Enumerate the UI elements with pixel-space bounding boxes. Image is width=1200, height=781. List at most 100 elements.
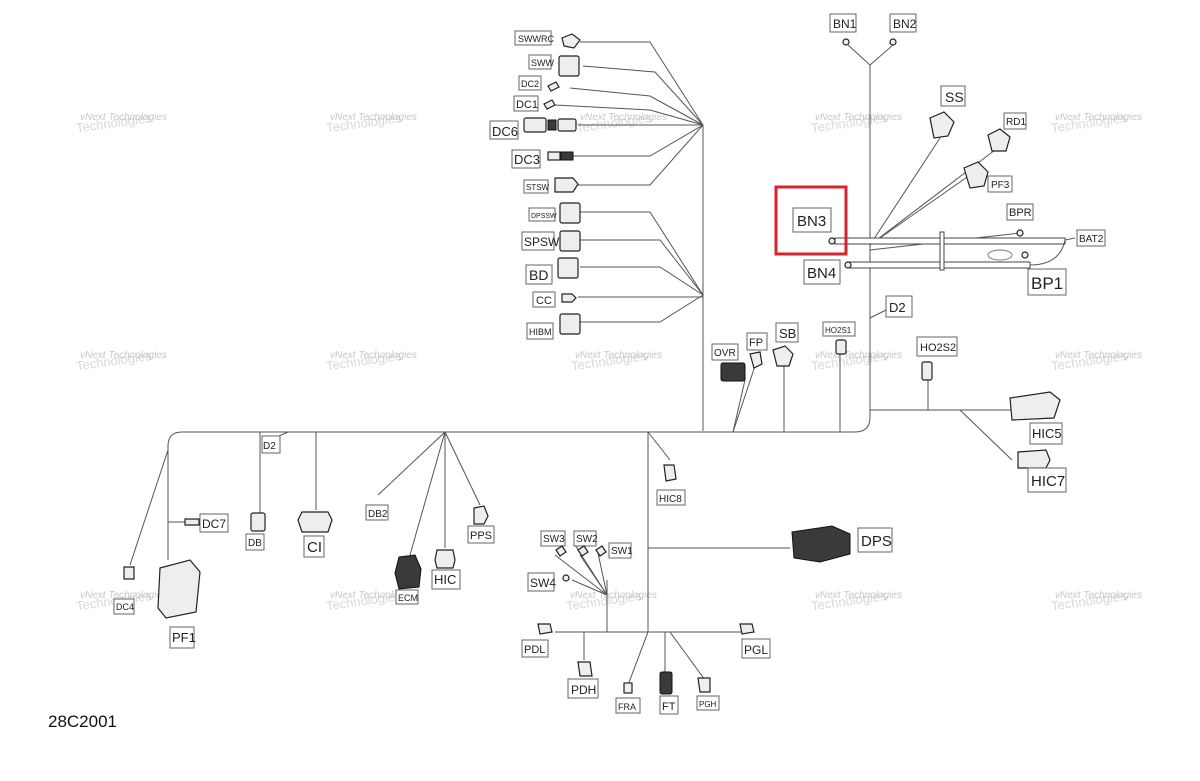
connector-ss-icon xyxy=(929,111,955,139)
label-pf3: PF3 xyxy=(991,180,1010,191)
label-fra: FRA xyxy=(618,702,636,712)
label-pdl: PDL xyxy=(524,644,545,656)
label-box-spsw xyxy=(521,231,555,251)
connector-dc1-icon xyxy=(543,99,556,110)
label-box-sw2 xyxy=(573,530,597,547)
connector-pps-icon xyxy=(473,505,489,525)
label-dc3: DC3 xyxy=(514,152,540,167)
label-box-ho2s2 xyxy=(916,336,958,357)
connector-ecm-icon xyxy=(394,554,422,590)
label-bn2: BN2 xyxy=(893,17,917,31)
connector-hibm-icon xyxy=(559,313,581,335)
label-box-dc7 xyxy=(199,513,229,533)
connector-hic7-icon xyxy=(1017,449,1051,469)
label-box-ss xyxy=(940,85,966,107)
connector-dc3-b-icon xyxy=(560,151,574,161)
label-box-pgl xyxy=(741,638,771,659)
connector-cc-icon xyxy=(561,293,577,303)
upper-right-connectors: BN1 BN2 SS RD1 PF3 BPR BAT2 BN3 BN4 BP1 … xyxy=(774,13,1106,318)
terminal-bn2-icon xyxy=(889,38,897,46)
label-box-dc4 xyxy=(113,598,135,615)
upper-left-connectors: SWWRC SWW DC2 DC1 DC6 DC3 STSW DPSSW SPS… xyxy=(489,30,581,340)
label-box-rd1 xyxy=(1003,112,1027,130)
connector-sb-icon xyxy=(772,345,794,367)
label-sw4: SW4 xyxy=(530,576,556,590)
watermark: vNext Technologies xyxy=(1055,590,1142,601)
connector-ho2s1-icon xyxy=(835,339,847,355)
label-box-ovr xyxy=(711,343,739,361)
harness-wires xyxy=(129,41,1021,686)
label-box-sw3 xyxy=(540,530,566,547)
label-box-hic8 xyxy=(656,489,686,506)
connector-dc2-icon xyxy=(547,81,560,92)
label-box-stsw xyxy=(523,179,549,194)
connector-dpssw-icon xyxy=(559,202,581,224)
diagram-code: 28C2001 xyxy=(48,712,118,731)
connector-dc6-a-icon xyxy=(523,117,547,133)
middle-right-connectors: OVR FP SB HO2S1 HO2S2 HIC5 HIC7 xyxy=(711,321,1067,493)
label-db: DB xyxy=(248,538,262,549)
fuse-box-pf1-icon xyxy=(157,559,201,619)
connector-swwrc-icon xyxy=(561,33,581,49)
label-fp: FP xyxy=(749,337,763,349)
label-bat2: BAT2 xyxy=(1079,234,1104,245)
lower-left-connectors: D2 DC7 DB CI DB2 ECM HIC PPS DC4 PF1 xyxy=(113,435,495,649)
label-pdh: PDH xyxy=(571,683,596,697)
label-box-bpr xyxy=(1006,203,1034,221)
label-box-bn1 xyxy=(829,13,857,33)
battery-cable-positive xyxy=(834,237,1066,245)
connector-hic-icon xyxy=(434,549,456,569)
label-hic8: HIC8 xyxy=(659,494,682,505)
label-dc1: DC1 xyxy=(516,99,538,111)
watermark: vNext Technologies xyxy=(1055,112,1142,123)
label-box-hic xyxy=(431,569,461,590)
label-dps: DPS xyxy=(861,533,892,550)
label-box-dc6 xyxy=(489,120,519,140)
connector-dc3-a-icon xyxy=(547,151,561,161)
label-box-fra xyxy=(615,697,641,714)
watermark: vNext Technologies xyxy=(330,112,417,123)
label-box-cc xyxy=(532,291,556,308)
connector-pgh-icon xyxy=(697,677,711,693)
label-pgh: PGH xyxy=(699,700,717,709)
label-box-sww xyxy=(528,54,552,70)
connector-sww-icon xyxy=(558,55,580,77)
label-hic: HIC xyxy=(434,572,456,587)
label-dc6: DC6 xyxy=(492,124,518,139)
connector-db-icon xyxy=(250,512,266,532)
watermark: vNext Technologies xyxy=(575,350,662,361)
label-db2: DB2 xyxy=(368,509,388,520)
label-box-dc1 xyxy=(513,95,539,112)
connector-dc6-b-icon xyxy=(547,119,557,131)
label-bn4: BN4 xyxy=(807,265,836,282)
label-pf1: PF1 xyxy=(172,630,196,645)
label-spsw: SPSW xyxy=(524,235,560,249)
label-stsw: STSW xyxy=(526,183,550,192)
watermark: vNext Technologies xyxy=(80,350,167,361)
sensor-dps-icon xyxy=(791,525,851,563)
label-box-fp xyxy=(746,332,768,351)
label-box-dpssw xyxy=(528,207,556,222)
label-hic5: HIC5 xyxy=(1032,426,1062,441)
label-box-ho2s1 xyxy=(822,321,856,337)
label-cc: CC xyxy=(536,295,552,307)
label-box-dc3 xyxy=(511,149,541,169)
label-pps: PPS xyxy=(470,530,492,542)
switch-sw3-icon xyxy=(555,545,567,557)
label-ho2s2: HO2S2 xyxy=(920,342,956,354)
label-dpssw: DPSSW xyxy=(531,213,557,220)
highlight-box-bn3 xyxy=(774,185,848,256)
label-box-pf3 xyxy=(987,175,1013,193)
label-dc4: DC4 xyxy=(116,602,134,612)
watermark: vNext Technologies xyxy=(570,590,657,601)
switch-sw2-icon xyxy=(577,545,589,557)
label-box-ft xyxy=(659,695,679,715)
label-box-ecm xyxy=(395,589,419,605)
label-ecm: ECM xyxy=(398,593,418,603)
label-hibm: HIBM xyxy=(529,327,552,337)
label-rd1: RD1 xyxy=(1006,117,1026,128)
label-ho2s1: HO2S1 xyxy=(825,326,852,335)
watermark: vNext Technologies xyxy=(815,112,902,123)
connector-dc6-c-icon xyxy=(557,118,577,132)
